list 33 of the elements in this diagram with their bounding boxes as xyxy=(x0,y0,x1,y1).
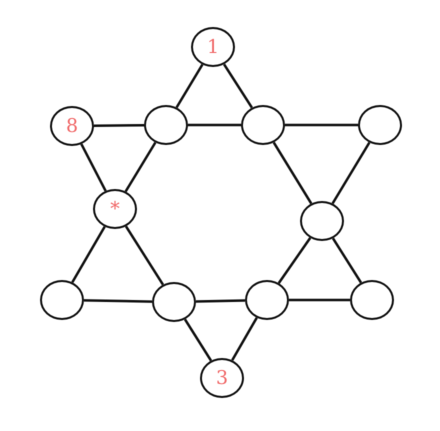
connector-line xyxy=(71,226,106,283)
connector-line xyxy=(332,238,362,284)
circle-node xyxy=(245,280,289,320)
connector-line xyxy=(124,226,164,286)
circle-node xyxy=(191,27,235,67)
connector-line xyxy=(332,142,370,204)
connector-line xyxy=(80,144,107,192)
connector-line xyxy=(94,124,144,128)
circle-node xyxy=(350,280,394,320)
circle-node xyxy=(358,105,402,145)
circle-node xyxy=(40,280,84,320)
connector-line xyxy=(184,318,212,362)
circle-node xyxy=(50,106,94,146)
connector-line xyxy=(285,124,358,126)
node-number: 8 xyxy=(66,116,78,136)
connector-line xyxy=(196,299,246,303)
connector-line xyxy=(223,64,253,108)
node-number: 1 xyxy=(206,38,220,56)
node-number: * xyxy=(110,200,120,218)
connector-line xyxy=(176,64,204,108)
circle-node xyxy=(200,358,244,398)
circle-node xyxy=(152,282,196,322)
circle-node xyxy=(144,105,188,145)
circle-node xyxy=(93,189,137,229)
circle-node xyxy=(241,105,285,145)
node-number: 3 xyxy=(216,368,228,388)
circle-node xyxy=(300,201,344,241)
connector-line xyxy=(84,299,152,303)
connector-line xyxy=(289,298,350,302)
connector-line xyxy=(278,237,312,284)
connector-line xyxy=(188,124,241,126)
connector-line xyxy=(272,142,312,204)
connector-line xyxy=(124,142,156,192)
